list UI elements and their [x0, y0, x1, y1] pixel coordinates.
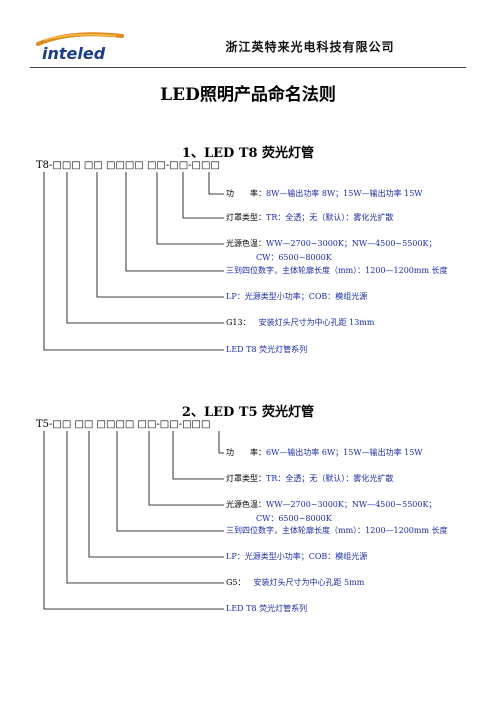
- label-shade-t8: 灯罩类型：TR：全透；无（默认）：雾化光扩散: [226, 213, 394, 222]
- connector-cap-2: [66, 431, 224, 584]
- connector-cct-2: [148, 431, 224, 506]
- inteled-logo: inteled: [36, 32, 124, 62]
- label-series-t5: LED T8 荧光灯管系列: [226, 604, 308, 613]
- connector-shade-2: [172, 431, 224, 480]
- label-length-t8: 三到四位数字，主体轮廓长度（mm）：1200—1200mm 长度: [226, 266, 448, 275]
- naming-code-t8: T8-□□□ □□ □□□□ □□-□□-□□□: [36, 160, 220, 171]
- connector-series-1: [43, 172, 224, 351]
- label-cct2-t8: CW：6500~8000K: [256, 253, 332, 262]
- company-name: 浙江英特来光电科技有限公司: [225, 40, 395, 54]
- svg-text:inteled: inteled: [42, 44, 106, 62]
- label-shade-t5: 灯罩类型：TR：全透；无（默认）：雾化光扩散: [226, 474, 394, 483]
- connector-cap-1: [66, 172, 224, 324]
- naming-code-t5: T5-□□ □□ □□□□ □□-□□-□□□: [36, 419, 211, 430]
- label-cap-t8: G13： 安装灯头尺寸为中心孔距 13mm: [226, 318, 375, 327]
- connector-length-1: [125, 172, 224, 272]
- section-title-t8: 1、LED T8 荧光灯管: [181, 146, 315, 161]
- connector-series-2: [43, 431, 224, 610]
- label-series-t8: LED T8 荧光灯管系列: [226, 345, 308, 354]
- label-cct-t5: 光源色温：WW—2700~3000K；NW—4500~5500K；: [226, 500, 437, 509]
- connector-length-2: [116, 431, 224, 532]
- label-source-t5: LP：光源类型小功率；COB：模组光源: [226, 552, 368, 561]
- label-cct2-t5: CW：6500~8000K: [256, 514, 332, 523]
- label-cap-t5: G5： 安装灯头尺寸为中心孔距 5mm: [226, 578, 365, 587]
- connector-power-1: [208, 172, 224, 195]
- label-power-t8: 功 率：8W—输出功率 8W；15W—输出功率 15W: [226, 189, 423, 198]
- connector-source-2: [88, 431, 224, 558]
- label-power-t5: 功 率：6W—输出功率 6W；15W—输出功率 15W: [226, 448, 423, 457]
- connector-source-1: [96, 172, 224, 298]
- label-source-t8: LP：光源类型小功率；COB：模组光源: [226, 292, 368, 301]
- label-cct-t8: 光源色温：WW—2700~3000K；NW—4500~5500K；: [226, 239, 437, 248]
- page-title: LED照明产品命名法则: [160, 85, 336, 105]
- connector-shade-1: [182, 172, 224, 219]
- header-divider: [30, 67, 466, 68]
- connector-power-2: [218, 431, 224, 454]
- page-header: inteled 浙江英特来光电科技有限公司: [0, 0, 496, 72]
- section-title-t5: 2、LED T5 荧光灯管: [181, 405, 315, 420]
- connector-cct-1: [156, 172, 224, 245]
- label-length-t5: 三到四位数字，主体轮廓长度（mm）：1200—1200mm 长度: [226, 526, 448, 535]
